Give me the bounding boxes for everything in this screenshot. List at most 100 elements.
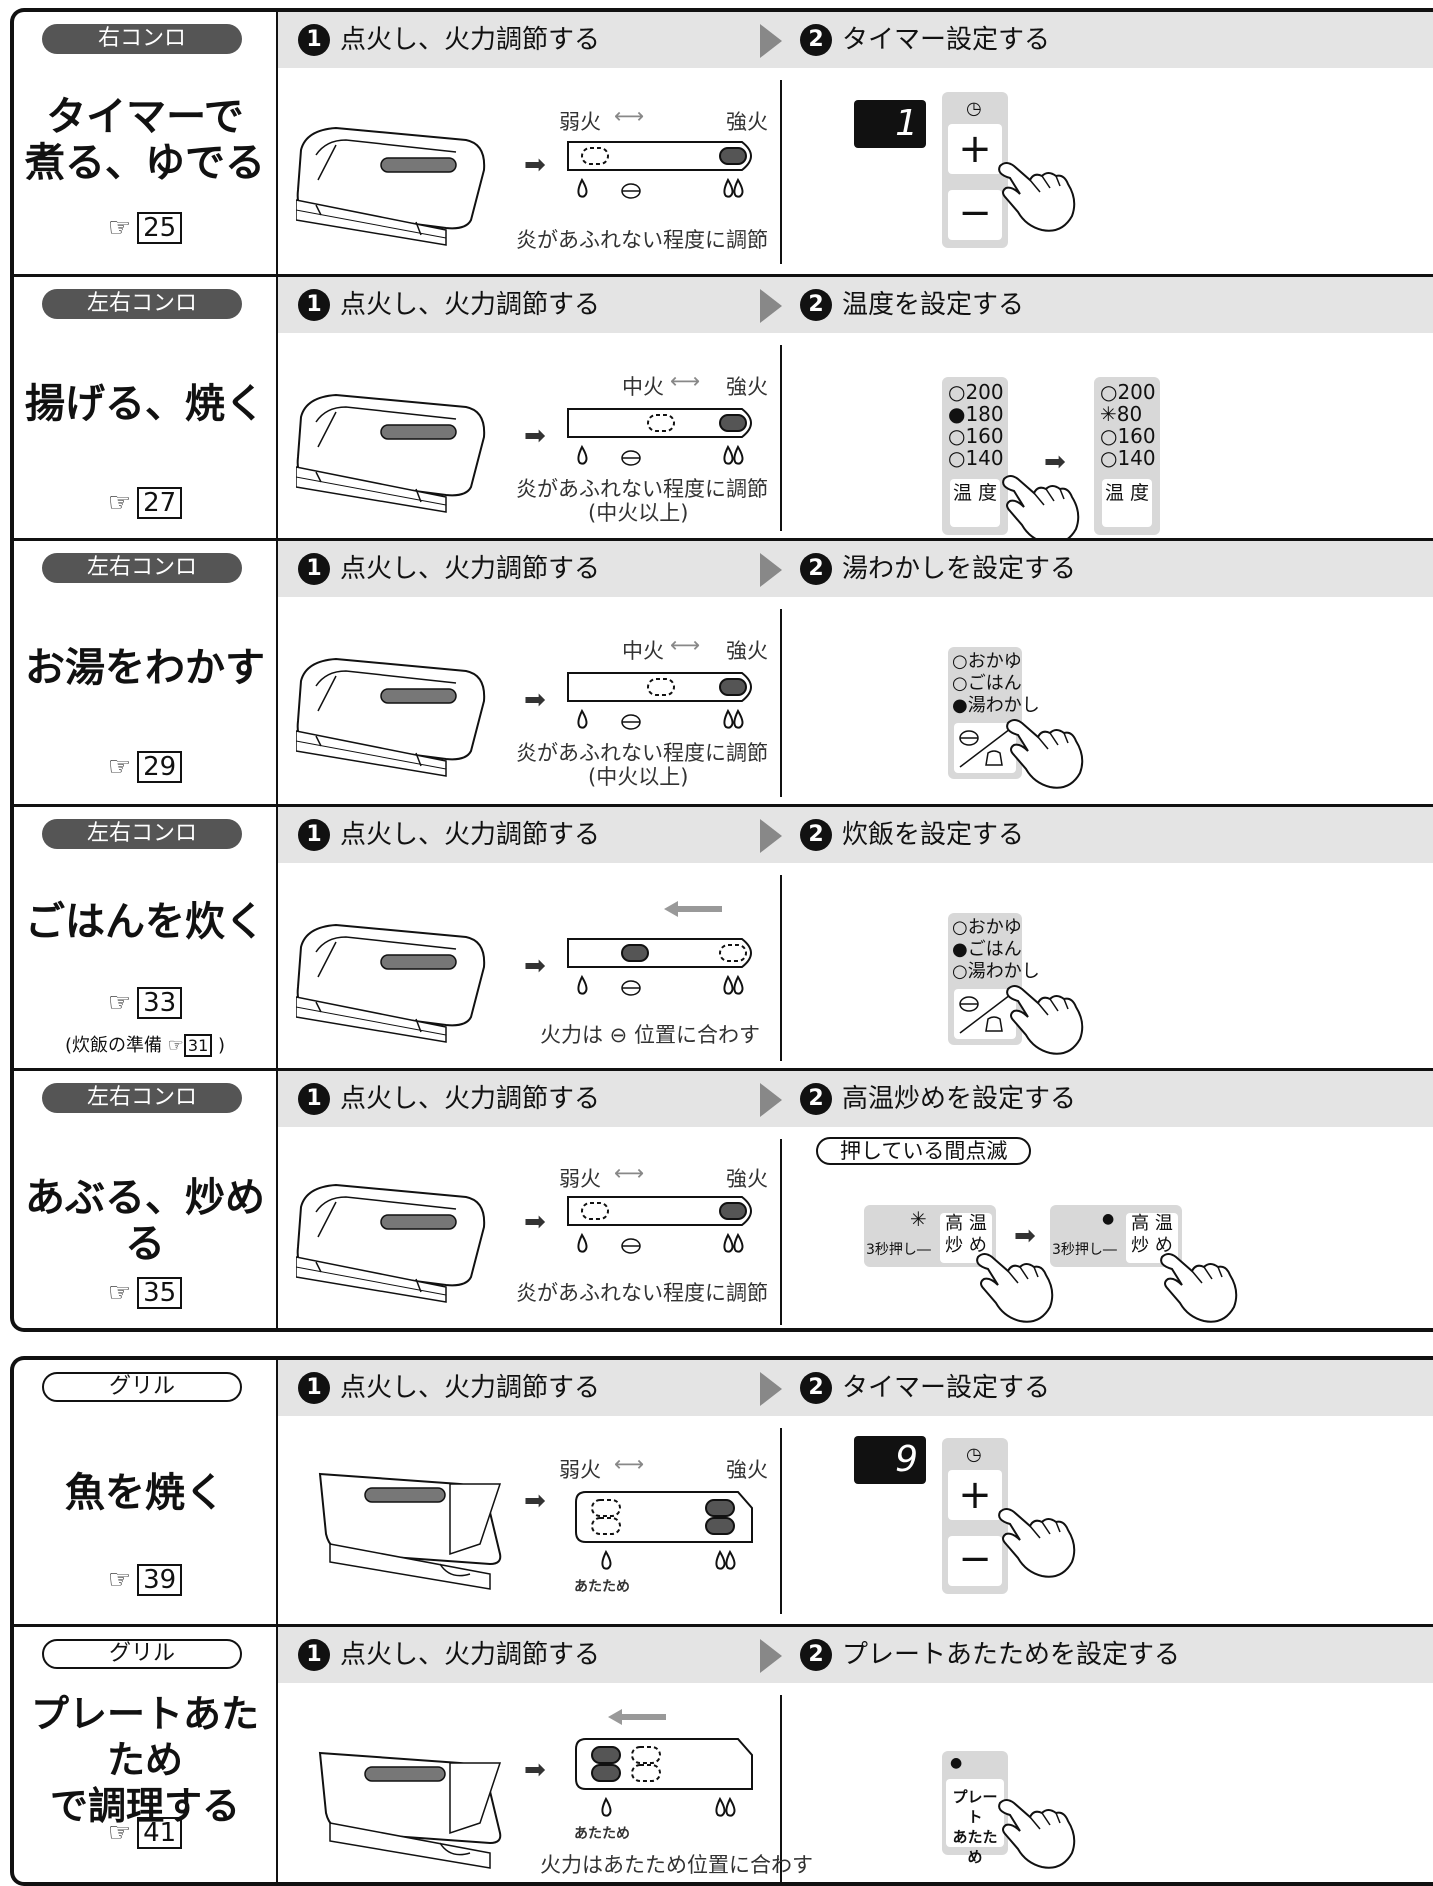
pressing-hand-icon — [1160, 1253, 1238, 1323]
indicator-dot: ● — [1102, 1211, 1115, 1227]
row-title: 揚げる、焼く — [25, 381, 265, 427]
adjust-caption: 炎があふれない程度に調節 — [516, 228, 768, 252]
minus-button[interactable]: − — [948, 190, 1002, 240]
mid-flame-label: 中火 — [622, 639, 664, 663]
high-flame-label: 強火 — [726, 1458, 768, 1482]
grill-label: グリル — [42, 1372, 242, 1402]
warm-label: あたため — [574, 1826, 630, 1842]
arrow-right-icon: ➡ — [1014, 1221, 1036, 1251]
column-divider — [780, 1139, 782, 1325]
stove-illustration — [296, 924, 486, 1043]
page-reference: ☞39 — [14, 1564, 276, 1596]
pressing-hand-icon — [998, 1799, 1076, 1869]
row-title: あぶる、炒める — [25, 1175, 265, 1267]
flame-dial — [567, 1196, 752, 1254]
column-divider — [780, 1428, 782, 1614]
chevron-right-icon — [760, 24, 782, 58]
step-band — [278, 277, 1433, 333]
row-left-column: グリル 魚を焼く ☞39 — [14, 1360, 278, 1624]
clock-icon: ◷ — [966, 1444, 982, 1465]
temperature-button[interactable]: 温 度 — [950, 479, 1000, 527]
page-reference: ☞35 — [14, 1277, 276, 1309]
press-blink-note: 押している間点滅 — [816, 1137, 1032, 1165]
burner-label: 左右コンロ — [42, 289, 242, 319]
grill-flame-dial — [575, 1738, 753, 1817]
high-flame-label: 強火 — [726, 1167, 768, 1191]
double-arrow-icon: ⟷ — [614, 1161, 645, 1185]
stove-illustration — [296, 394, 486, 513]
adjust-caption: 炎があふれない程度に調節 — [516, 477, 768, 501]
temperature-button[interactable]: 温 度 — [1102, 479, 1152, 527]
row-left-column: 左右コンロ ごはんを炊く ☞33 (炊飯の準備 ☞31 ) — [14, 807, 278, 1071]
timer-display: 9 — [854, 1436, 926, 1484]
flame-dial — [567, 672, 752, 730]
burner-label: 右コンロ — [42, 24, 242, 54]
hand-pointer-icon: ☞ — [107, 988, 132, 1018]
page-reference: ☞29 — [14, 751, 276, 783]
arrow-right-icon: ➡ — [524, 1207, 546, 1237]
row-left-column: 左右コンロ 揚げる、焼く ☞27 — [14, 277, 278, 541]
temperature-panel: ○200 ●180 ○160 ○140 温 度 — [942, 377, 1008, 535]
column-divider — [780, 875, 782, 1061]
clock-icon: ◷ — [966, 98, 982, 119]
chevron-right-icon — [760, 1639, 782, 1673]
rice-boil-button[interactable] — [954, 989, 1016, 1039]
pressing-hand-icon — [1006, 719, 1084, 789]
hand-pointer-icon: ☞ — [107, 1818, 132, 1848]
blinking-indicator: ✳ — [910, 1207, 927, 1231]
hand-pointer-icon: ☞ — [107, 1565, 132, 1595]
row-title: タイマーで 煮る、ゆでる — [25, 94, 265, 186]
plate-warm-button[interactable]: プレートあたため — [946, 1779, 1004, 1866]
warm-label: あたため — [574, 1579, 630, 1595]
hand-pointer-icon: ☞ — [107, 213, 132, 243]
plus-button[interactable]: + — [948, 1470, 1002, 1520]
double-arrow-icon: ⟷ — [614, 1452, 645, 1476]
stove-illustration — [296, 658, 486, 777]
page-reference: ☞33 — [14, 987, 276, 1019]
burner-label: 左右コンロ — [42, 819, 242, 849]
minus-button[interactable]: − — [948, 1536, 1002, 1586]
arrow-left-icon — [608, 1709, 666, 1725]
blinking-indicator: ✳80 — [1100, 402, 1143, 426]
adjust-caption: 火力は ⊖ 位置に合わす — [540, 1023, 760, 1047]
arrow-right-icon: ➡ — [524, 685, 546, 715]
high-temp-panel: ✳ 3秒押し― 高 温炒 め — [864, 1205, 996, 1267]
page-reference: ☞41 — [14, 1817, 276, 1849]
rice-boil-button[interactable] — [954, 723, 1016, 773]
high-temp-button[interactable]: 高 温炒 め — [940, 1213, 992, 1263]
hand-pointer-icon: ☞ — [167, 1035, 184, 1056]
page-reference: ☞25 — [14, 212, 276, 244]
chevron-right-icon — [760, 553, 782, 587]
double-arrow-icon: ⟷ — [670, 633, 701, 657]
low-flame-label: 弱火 — [559, 1458, 601, 1482]
temperature-panel-after: ○200 ✳80 ○160 ○140 温 度 — [1094, 377, 1160, 535]
hold-label: 3秒押し― — [1052, 1242, 1117, 1258]
adjust-caption: 炎があふれない程度に調節 — [516, 741, 768, 765]
arrow-right-icon: ➡ — [524, 421, 546, 451]
timer-control-panel: ◷ + − — [942, 92, 1008, 248]
column-divider — [780, 609, 782, 797]
plus-button[interactable]: + — [948, 124, 1002, 174]
grill-illustration — [318, 1751, 502, 1869]
arrow-right-icon: ➡ — [524, 1486, 546, 1516]
pressing-hand-icon — [1006, 985, 1084, 1055]
timer-control-panel: ◷ + − — [942, 1438, 1008, 1594]
